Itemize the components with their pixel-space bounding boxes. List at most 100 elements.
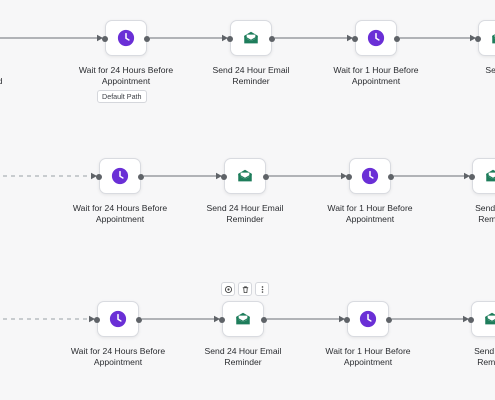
- step-label-line: Reminder: [224, 357, 262, 367]
- step-label-line: Wait for 1 Hour Before: [325, 346, 411, 356]
- output-port[interactable]: [261, 317, 267, 323]
- output-port[interactable]: [394, 36, 400, 42]
- mail-icon: [491, 34, 495, 44]
- wait-step-node[interactable]: [346, 158, 394, 194]
- output-port[interactable]: [263, 174, 269, 180]
- settings-button[interactable]: [221, 282, 235, 296]
- node-toolbar: [221, 282, 269, 296]
- step-label-line: Send 24 Hour Email: [212, 65, 290, 75]
- output-port[interactable]: [136, 317, 142, 323]
- clock-icon: [361, 167, 379, 185]
- input-port[interactable]: [102, 36, 108, 42]
- wait-step-node[interactable]: [96, 158, 144, 194]
- mail-icon: [237, 169, 253, 182]
- input-port[interactable]: [96, 174, 102, 180]
- wait-step-node[interactable]: [102, 20, 150, 56]
- input-port[interactable]: [94, 317, 100, 323]
- edge-arrowhead: [464, 172, 470, 180]
- step-label-line: Reminder: [226, 214, 264, 224]
- output-port[interactable]: [269, 36, 275, 42]
- output-port[interactable]: [388, 174, 394, 180]
- step-label-line: Send 1 H: [474, 346, 495, 356]
- step-label-line: Appointment: [93, 357, 143, 367]
- email-step-node[interactable]: [221, 158, 269, 194]
- edge-arrowhead: [463, 315, 469, 323]
- step-label-line: Wait for 24 Hours Before: [72, 203, 168, 213]
- clock-icon: [117, 29, 135, 47]
- clock-icon: [367, 29, 385, 47]
- input-port[interactable]: [344, 317, 350, 323]
- trash-icon: [242, 285, 248, 293]
- email-step-node[interactable]: [475, 20, 495, 56]
- step-label-line: Wait for 24 Hours Before: [70, 346, 166, 356]
- mail-icon: [235, 312, 251, 325]
- email-step-node[interactable]: [219, 301, 267, 337]
- step-label-line: Send 1: [485, 65, 495, 75]
- clock-icon: [109, 310, 127, 328]
- edge-arrowhead: [89, 315, 95, 323]
- step-label: Send 1R: [439, 65, 495, 87]
- mail-icon: [243, 31, 259, 44]
- output-port[interactable]: [144, 36, 150, 42]
- step-label: Send 1 HRemind: [433, 203, 495, 225]
- edge-arrowhead: [339, 315, 345, 323]
- edge-arrowhead: [347, 34, 353, 42]
- output-port[interactable]: [138, 174, 144, 180]
- step-label-line: Appointment: [343, 357, 393, 367]
- more-vertical-button[interactable]: [255, 282, 269, 296]
- step-label-line: Wait for 1 Hour Before: [327, 203, 413, 213]
- step-label-line: Wait for 24 Hours Before: [78, 65, 174, 75]
- input-port[interactable]: [468, 317, 474, 323]
- more-vertical-icon: [261, 285, 263, 293]
- settings-icon: [224, 285, 232, 293]
- edge-arrowhead: [222, 34, 228, 42]
- step-label-line: Appointment: [351, 76, 401, 86]
- input-port[interactable]: [475, 36, 481, 42]
- input-port[interactable]: [227, 36, 233, 42]
- edge-arrowhead: [341, 172, 347, 180]
- step-label-line: R: [439, 76, 495, 87]
- mail-icon: [484, 312, 495, 325]
- input-port[interactable]: [352, 36, 358, 42]
- step-label-line: Appointment: [345, 214, 395, 224]
- step-label-partial: d: [0, 76, 60, 87]
- input-port[interactable]: [346, 174, 352, 180]
- clock-icon: [359, 310, 377, 328]
- edge-arrowhead: [97, 34, 103, 42]
- wait-step-node[interactable]: [344, 301, 392, 337]
- step-label: Send 1 HRemind: [432, 346, 495, 368]
- input-port[interactable]: [221, 174, 227, 180]
- output-port[interactable]: [386, 317, 392, 323]
- step-label-line: Remind: [477, 357, 495, 367]
- wait-step-node[interactable]: [94, 301, 142, 337]
- mail-icon: [485, 169, 495, 182]
- email-step-node[interactable]: [469, 158, 495, 194]
- step-label-line: Send 24 Hour Email: [206, 203, 284, 213]
- edge-arrowhead: [214, 315, 220, 323]
- edge-arrowhead: [216, 172, 222, 180]
- trash-button[interactable]: [238, 282, 252, 296]
- step-label-line: Send 24 Hour Email: [204, 346, 282, 356]
- step-label-line: Send 1 H: [475, 203, 495, 213]
- input-port[interactable]: [219, 317, 225, 323]
- email-step-node[interactable]: [468, 301, 495, 337]
- step-label-line: Wait for 1 Hour Before: [333, 65, 419, 75]
- email-step-node[interactable]: [227, 20, 275, 56]
- input-port[interactable]: [469, 174, 475, 180]
- step-label-line: Appointment: [95, 214, 145, 224]
- wait-step-node[interactable]: [352, 20, 400, 56]
- step-label-line: Appointment: [101, 76, 151, 86]
- clock-icon: [111, 167, 129, 185]
- edge-arrowhead: [91, 172, 97, 180]
